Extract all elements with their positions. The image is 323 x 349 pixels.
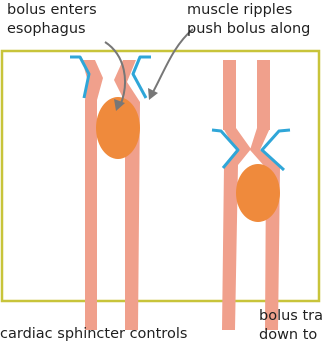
label-bolus-travels: bolus tra down to [259, 307, 323, 345]
esophagus-left-wall-left [82, 60, 103, 330]
muscle-outline-left-b [133, 57, 151, 98]
label-muscle-ripples: muscle ripples push bolus along [187, 1, 310, 39]
esophagus-right-wall-left-upper [223, 60, 236, 130]
label-cardiac-sphincter: cardiac sphincter controls [0, 325, 187, 344]
esophagus-right [212, 60, 290, 330]
esophagus-left [70, 57, 151, 330]
label-bolus-travels-line1: bolus tra [259, 307, 323, 326]
bolus-right [236, 164, 280, 222]
esophagus-right-wall-right-upper [257, 60, 270, 130]
label-bolus-enters-line2: esophagus [7, 20, 97, 39]
label-cardiac-sphincter-line1: cardiac sphincter controls [0, 325, 187, 344]
label-bolus-enters: bolus enters esophagus [7, 1, 97, 39]
esophagus-right-wall-left-lower [222, 128, 251, 330]
esophagus-right-wall-right-lower [250, 128, 280, 330]
label-muscle-ripples-line2: push bolus along [187, 20, 310, 39]
arrow-muscle-ripples-head [148, 88, 158, 100]
label-bolus-enters-line1: bolus enters [7, 1, 97, 20]
label-muscle-ripples-line1: muscle ripples [187, 1, 310, 20]
label-bolus-travels-line2: down to [259, 326, 323, 345]
